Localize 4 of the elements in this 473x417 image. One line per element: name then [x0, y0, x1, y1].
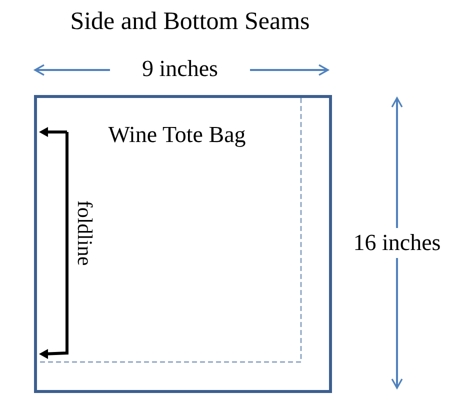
bag-label: Wine Tote Bag	[107, 121, 247, 149]
bag-outline	[34, 95, 332, 393]
title: Side and Bottom Seams	[69, 7, 311, 37]
fold-label: foldline	[72, 199, 98, 268]
